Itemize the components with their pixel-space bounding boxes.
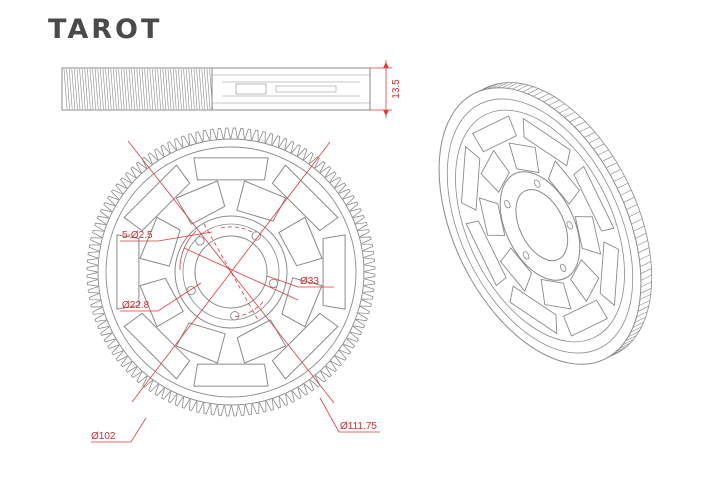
- mounting-hole: [186, 285, 196, 296]
- iso-web-circle: [455, 109, 625, 343]
- web-cell-inner: [278, 216, 323, 267]
- iso-cell-outer: [465, 220, 507, 287]
- iso-mounting-hole: [504, 200, 511, 209]
- iso-mounting-hole: [522, 251, 530, 260]
- iso-cell-inner: [540, 278, 572, 310]
- web-cell-inner: [236, 319, 287, 364]
- iso-bore: [515, 189, 569, 262]
- iso-mounting-hole: [566, 221, 573, 230]
- web-cell-outer: [271, 312, 339, 380]
- iso-mounting-hole: [559, 263, 567, 273]
- front-view-web-cells: [116, 157, 346, 387]
- iso-mounting-hole: [534, 179, 541, 188]
- hub-outer-circle: [174, 215, 288, 329]
- bore-leader: [266, 275, 334, 288]
- diameter-line-root: [131, 141, 331, 403]
- isometric-view: [438, 82, 653, 365]
- side-view: 13.5: [61, 60, 402, 118]
- iso-cell-inner: [499, 247, 533, 292]
- web-outer-circle: [105, 146, 357, 398]
- iso-cell-outer: [509, 285, 558, 335]
- bore-arc: [179, 230, 197, 271]
- inner-circle-leader: [120, 282, 202, 312]
- iso-cell-inner: [508, 142, 540, 174]
- inner-circle-line: [183, 247, 299, 301]
- web-cell-outer: [123, 312, 191, 380]
- web-cell-inner: [281, 277, 323, 328]
- iso-root-circle: [446, 98, 634, 354]
- web-cell-outer: [116, 234, 140, 310]
- iso-cell-outer: [563, 299, 609, 337]
- mounting-hole: [268, 278, 279, 289]
- side-view-hub-body: [211, 67, 371, 111]
- web-cell-inner: [175, 322, 226, 364]
- holes-callout: 5-Ø2.5: [122, 230, 153, 241]
- outer-diameter-callout: Ø111.75: [340, 421, 377, 432]
- inner-circle-callout: Ø22.8: [122, 300, 150, 311]
- mounting-hole: [195, 236, 205, 246]
- bore-callout: Ø33: [300, 276, 319, 287]
- iso-cell-outer: [599, 241, 619, 307]
- side-view-hole-section: [235, 83, 267, 95]
- web-cell-inner: [236, 180, 287, 222]
- mounting-hole: [230, 311, 240, 321]
- iso-cell-outer: [461, 145, 481, 211]
- web-cell-inner: [139, 216, 181, 267]
- center-bore: [194, 235, 268, 309]
- mounting-hole: [251, 231, 261, 241]
- web-cell-outer: [322, 234, 346, 310]
- iso-cell-outer: [522, 117, 571, 167]
- height-dimension-label: 13.5: [391, 79, 402, 99]
- root-diameter-leader: [91, 417, 147, 443]
- web-cell-inner: [139, 277, 184, 328]
- hub-ring-circle: [182, 223, 280, 321]
- iso-cell-outer: [573, 165, 615, 232]
- iso-gear-body: [438, 82, 653, 365]
- gear-tooth-outline: [86, 127, 376, 417]
- web-cell-outer: [193, 363, 269, 387]
- bolt-circle-arc: [220, 226, 264, 318]
- iso-hub: [499, 171, 581, 281]
- height-dimension-arrows: [383, 62, 389, 116]
- root-circle: [97, 138, 365, 406]
- front-view-teeth: [86, 127, 376, 417]
- root-diameter-callout: Ø102: [91, 431, 116, 442]
- side-view-teeth: [63, 68, 213, 110]
- holes-leader: [120, 231, 213, 242]
- side-view-tooth-hatch: [63, 68, 213, 110]
- bolt-circle-centerline: [203, 223, 259, 321]
- iso-cell-inner: [547, 160, 581, 205]
- web-cell-outer: [271, 164, 339, 232]
- iso-cell-inner: [478, 197, 506, 236]
- front-view: 5-Ø2.5 Ø22.8 Ø33 Ø102 Ø111.75: [86, 127, 380, 443]
- brand-logo: TAROT: [48, 14, 162, 45]
- iso-cell-outer: [471, 115, 517, 153]
- web-cell-outer: [193, 157, 269, 181]
- iso-cell-inner: [570, 259, 600, 303]
- web-cell-outer: [123, 164, 191, 232]
- side-view-bore-section: [275, 85, 337, 93]
- web-cell-inner: [175, 180, 226, 225]
- iso-cell-inner: [574, 216, 602, 255]
- outer-diameter-leader: [319, 397, 380, 433]
- iso-cell-inner: [480, 149, 510, 193]
